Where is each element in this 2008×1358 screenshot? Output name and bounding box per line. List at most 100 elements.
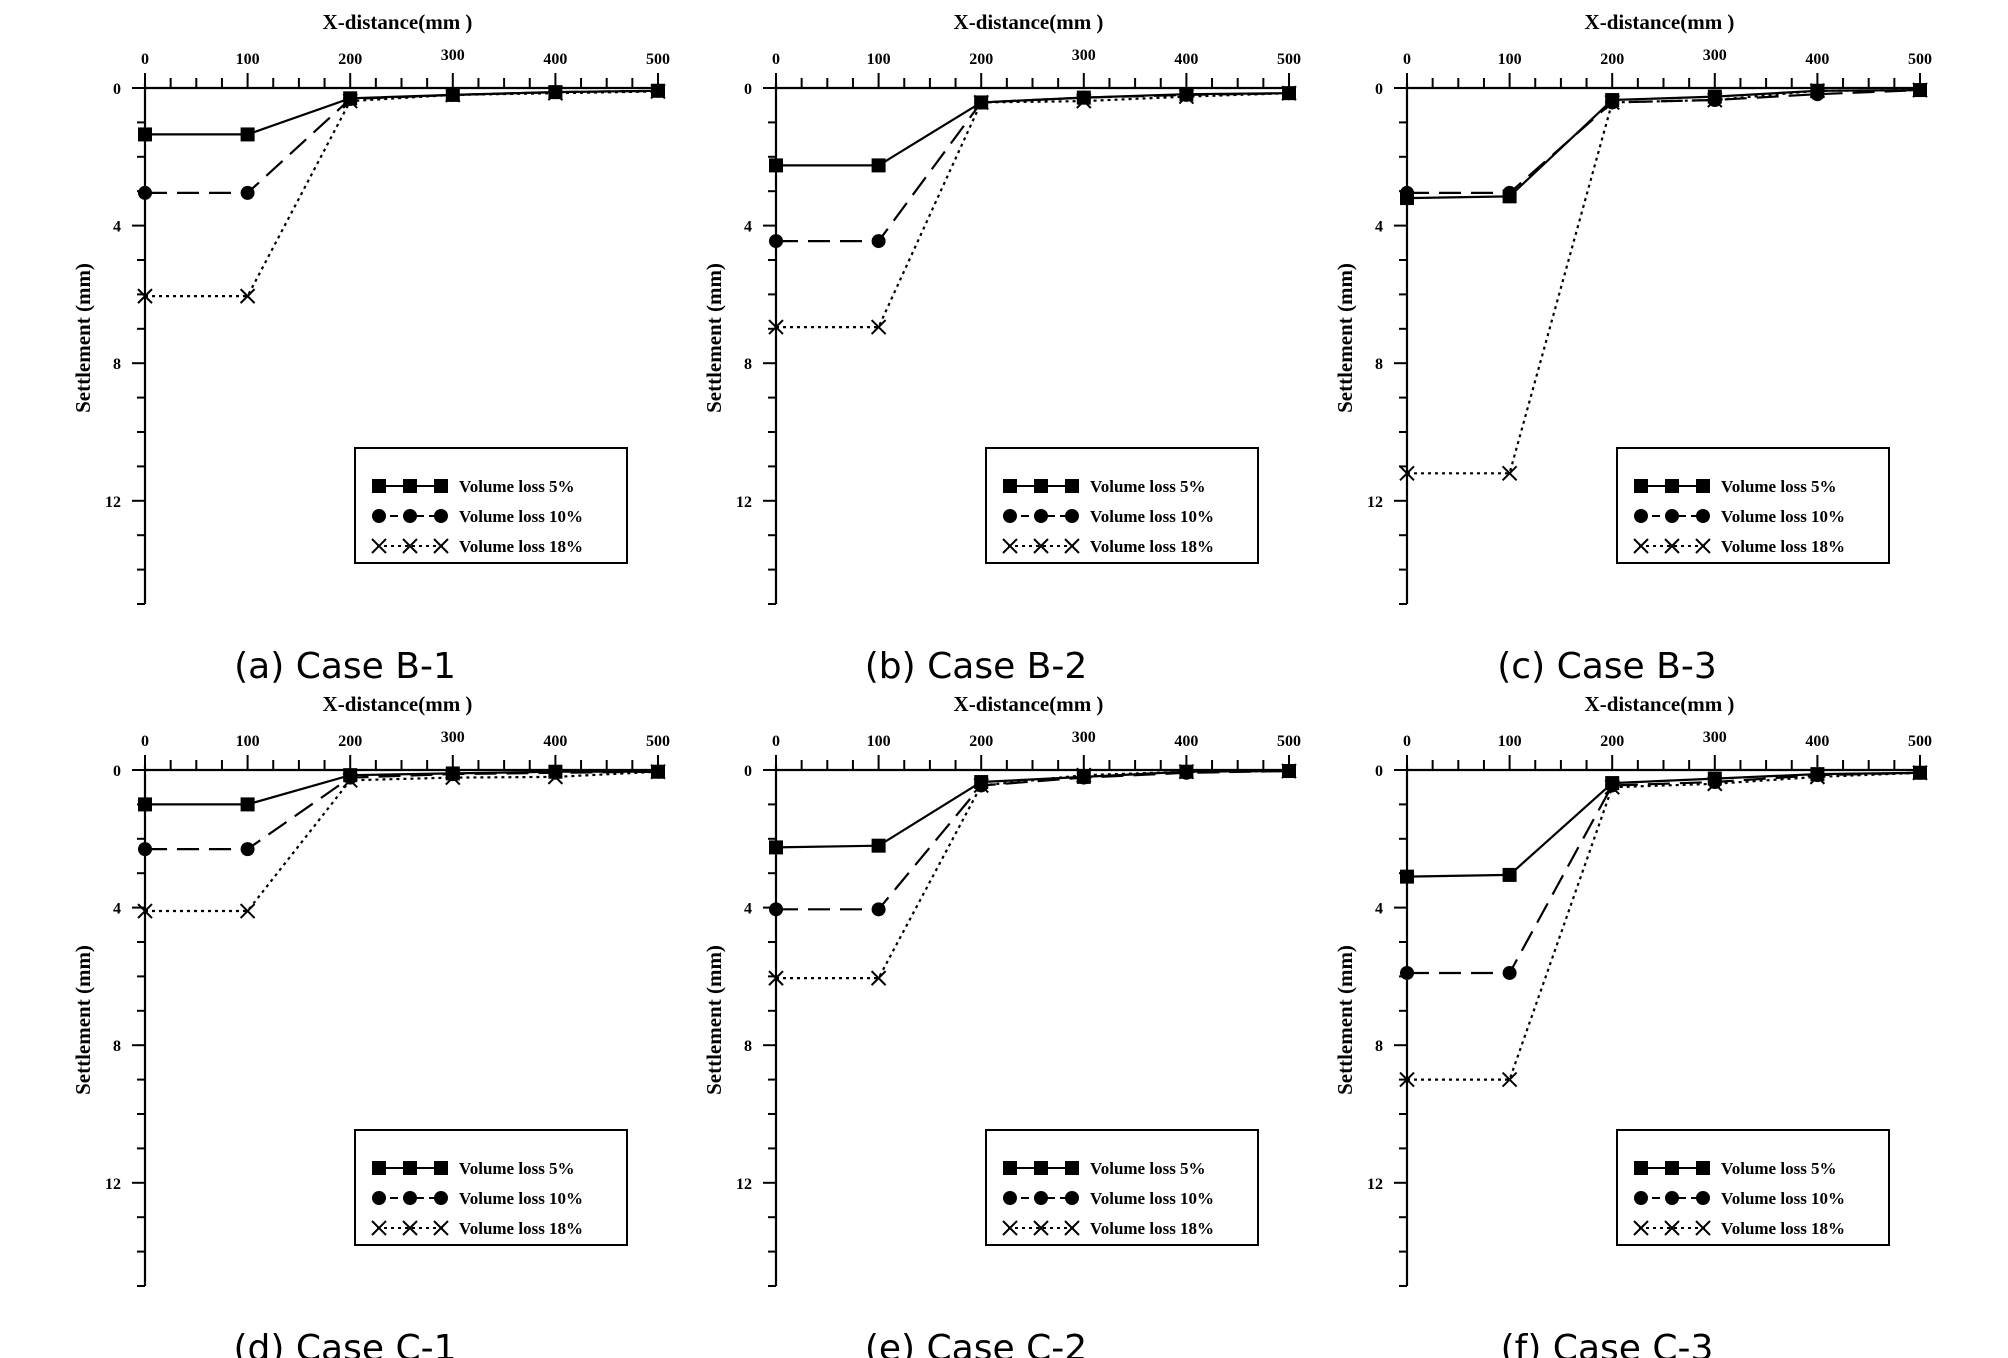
x-marker — [433, 538, 449, 554]
circle-marker — [240, 185, 255, 200]
circle-marker — [138, 185, 152, 200]
x-marker — [1633, 1220, 1649, 1236]
y-tick-label: 0 — [113, 81, 121, 98]
x-tick-label: 500 — [1908, 51, 1932, 68]
x-tick-label: 400 — [543, 733, 567, 750]
legend-label: Volume loss 5% — [459, 1159, 575, 1178]
series-line — [1407, 89, 1921, 475]
x-marker — [1912, 82, 1928, 98]
square-marker — [1502, 867, 1517, 882]
series-line — [145, 770, 659, 913]
x-marker — [870, 970, 887, 986]
circle-marker — [1003, 1191, 1017, 1205]
x-marker — [1033, 538, 1049, 554]
series-line — [776, 769, 1290, 911]
circle-marker — [1605, 778, 1620, 793]
x-marker — [1501, 465, 1518, 481]
legend-label: Volume loss 10% — [459, 1189, 583, 1208]
y-tick-label: 8 — [1375, 356, 1383, 373]
circle-marker — [769, 902, 783, 917]
x-marker — [547, 769, 564, 785]
x-tick-label: 0 — [1403, 51, 1411, 68]
x-tick-label: 500 — [1277, 733, 1301, 750]
x-tick-label: 500 — [646, 51, 670, 68]
series-line — [145, 90, 659, 298]
x-tick-label: 500 — [1277, 51, 1301, 68]
x-tick-label: 200 — [338, 733, 362, 750]
circle-marker — [1034, 1191, 1048, 1205]
x-marker — [371, 538, 387, 554]
x-marker — [1064, 1220, 1080, 1236]
square-marker — [372, 479, 386, 493]
series-line — [1407, 771, 1921, 975]
x-axis-title: X-distance(mm ) — [954, 10, 1104, 34]
y-tick-label: 4 — [1375, 901, 1383, 918]
x-marker — [433, 1220, 449, 1236]
legend-label: Volume loss 18% — [459, 537, 583, 556]
x-tick-label: 100 — [236, 733, 260, 750]
y-tick-label: 12 — [105, 494, 121, 511]
square-marker — [1665, 479, 1679, 493]
y-tick-label: 4 — [744, 901, 752, 918]
x-tick-label: 300 — [441, 47, 465, 64]
circle-marker — [1400, 185, 1414, 200]
x-marker — [1178, 764, 1195, 780]
x-tick-label: 100 — [1498, 51, 1522, 68]
x-marker — [445, 769, 461, 786]
x-marker — [768, 970, 784, 986]
x-tick-label: 400 — [1805, 733, 1829, 750]
legend-label: Volume loss 10% — [459, 507, 583, 526]
panel-caption: (d) Case C-1 — [234, 1328, 457, 1358]
x-marker — [1604, 94, 1620, 111]
square-marker — [372, 1161, 386, 1175]
legend-box — [354, 1129, 628, 1246]
circle-marker — [1810, 768, 1825, 783]
circle-marker — [1665, 1191, 1679, 1205]
square-marker — [1665, 1161, 1679, 1175]
circle-marker — [1696, 509, 1710, 523]
square-marker — [1696, 479, 1710, 493]
x-marker — [445, 87, 461, 103]
circle-marker — [1076, 90, 1091, 105]
square-marker — [871, 158, 886, 173]
square-marker — [1634, 1161, 1648, 1175]
circle-marker — [1065, 1191, 1079, 1205]
legend-label: Volume loss 5% — [1090, 1159, 1206, 1178]
x-marker — [768, 319, 784, 335]
x-marker — [1809, 769, 1826, 785]
legend-label: Volume loss 10% — [1090, 1189, 1214, 1208]
circle-marker — [871, 902, 886, 917]
y-tick-label: 0 — [744, 763, 752, 780]
square-marker — [403, 1161, 417, 1175]
legend-box — [1616, 1129, 1890, 1246]
x-marker — [1076, 767, 1092, 783]
x-marker — [1604, 779, 1620, 795]
panel-caption: (e) Case C-2 — [865, 1328, 1087, 1358]
x-marker — [1501, 1071, 1518, 1088]
x-axis-title: X-distance(mm ) — [1585, 10, 1735, 34]
x-marker — [239, 903, 256, 919]
panel-caption: (b) Case B-2 — [865, 646, 1088, 687]
x-marker — [1695, 538, 1711, 554]
square-marker — [240, 797, 255, 812]
legend-label: Volume loss 10% — [1721, 507, 1845, 526]
x-tick-label: 300 — [1072, 47, 1096, 64]
x-marker — [342, 93, 358, 109]
legend-label: Volume loss 18% — [1090, 1219, 1214, 1238]
square-marker — [1634, 479, 1648, 493]
series-line — [776, 92, 1290, 329]
y-tick-label: 0 — [1375, 81, 1383, 98]
x-tick-label: 500 — [646, 733, 670, 750]
x-tick-label: 100 — [867, 733, 891, 750]
circle-marker — [1076, 770, 1091, 785]
x-marker — [1281, 85, 1297, 101]
circle-marker — [434, 1191, 448, 1205]
square-marker — [434, 479, 448, 493]
circle-marker — [240, 842, 255, 857]
circle-marker — [434, 509, 448, 523]
x-tick-label: 300 — [1703, 47, 1727, 64]
x-tick-label: 0 — [1403, 733, 1411, 750]
x-axis-title: X-distance(mm ) — [323, 10, 473, 34]
square-marker — [1034, 479, 1048, 493]
